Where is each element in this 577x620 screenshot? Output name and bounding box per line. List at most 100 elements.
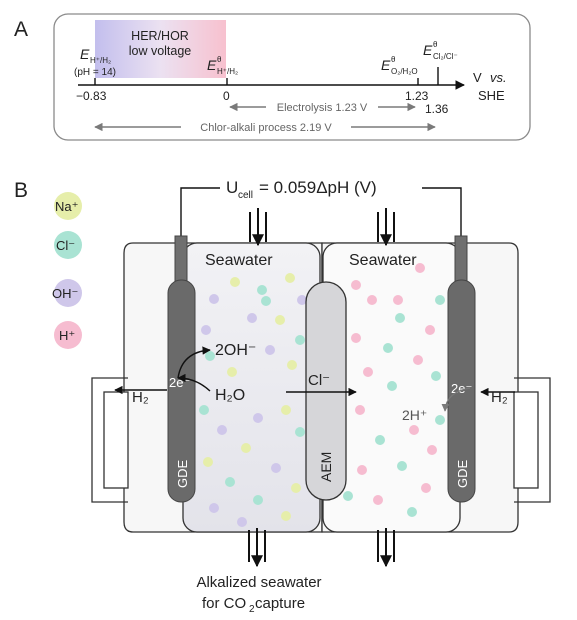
ion-particle (387, 381, 397, 391)
ion-particle (209, 503, 219, 513)
circuit-wire-left (180, 187, 220, 238)
e-std-o2-sup: θ (391, 55, 396, 64)
ion-particle (217, 425, 227, 435)
ion-particle (271, 463, 281, 473)
ion-particle (287, 360, 297, 370)
e-std-cl2-label: E θ Cl₂/Cl⁻ (423, 40, 458, 61)
right-electrode: GDE (447, 235, 476, 503)
ion-particle (203, 457, 213, 467)
right-chamber-label: Seawater (349, 252, 417, 269)
cell-voltage-equation: U cell = 0.059ΔpH (V) (226, 178, 377, 201)
ion-particle (285, 273, 295, 283)
ion-particle (435, 415, 445, 425)
cell-voltage-prefix: U (226, 178, 238, 197)
panel-b-label: B (14, 179, 28, 202)
e-std-cl2-sub: Cl₂/Cl⁻ (433, 52, 458, 61)
ion-particle (431, 371, 441, 381)
right-gas-loop-outer (514, 377, 551, 503)
ion-particle (351, 280, 361, 290)
ion-particle (199, 405, 209, 415)
ion-particles (199, 263, 445, 527)
axis-unit-v: V (473, 70, 482, 85)
species-electrons-left: 2e⁻ (169, 375, 190, 390)
cell-voltage-suffix: = 0.059ΔpH (V) (259, 178, 377, 197)
ion-particle (373, 495, 383, 505)
right-electrode-lead (454, 235, 468, 283)
e-std-h-sub: H⁺/H₂ (217, 67, 238, 76)
reaction-arrow-water (177, 373, 211, 392)
ion-particle (409, 425, 419, 435)
outlet-label-2: for CO 2 capture (202, 595, 305, 615)
left-gas-loop-outer (91, 377, 128, 503)
species-water: H₂O (215, 387, 245, 404)
panel-a-label: A (14, 18, 28, 41)
ion-particle (265, 345, 275, 355)
electrolysis-label-bg (266, 101, 378, 113)
legend-label-oh: OH⁻ (52, 286, 78, 301)
axis-unit-vs: vs. (490, 70, 507, 85)
legend-swatch-h (54, 321, 82, 349)
electrode-left-label: GDE (175, 460, 190, 489)
circuit-wire-right (422, 187, 462, 238)
outlet-label-2-prefix: for CO (202, 595, 246, 612)
axis-unit-she: SHE (478, 88, 505, 103)
legend-swatch-na (54, 192, 82, 220)
e-h-symbol: E (80, 46, 90, 62)
ion-particle (241, 443, 251, 453)
ion-particle (427, 445, 437, 455)
left-electrode: GDE (167, 235, 196, 503)
proton-reaction-arrow (441, 387, 471, 412)
ion-particle (367, 295, 377, 305)
legend-label-h: H⁺ (59, 328, 75, 343)
ion-particle (275, 315, 285, 325)
ion-particle (205, 351, 215, 361)
e-std-o2-symbol: E (381, 57, 391, 73)
ion-particle (261, 296, 271, 306)
ion-particle (421, 483, 431, 493)
cell-voltage-sub: cell (238, 190, 253, 201)
ion-particle (383, 343, 393, 353)
aem-membrane (305, 281, 347, 501)
ion-particle (281, 511, 291, 521)
ion-particle (395, 313, 405, 323)
species-h2-right: H₂ (491, 389, 508, 406)
e-std-h-symbol: E (207, 57, 217, 73)
ion-particle (393, 295, 403, 305)
right-electrode-body (447, 279, 476, 503)
tick-label-123: 1.23 (405, 89, 429, 103)
e-std-o2-sub: O₂/H₂O (391, 67, 418, 76)
outlet-label-2-sub: 2 (249, 604, 255, 615)
tick-label-0: 0 (223, 89, 230, 103)
membrane-label: AEM (318, 452, 334, 482)
region-label-1: HER/HOR (131, 29, 189, 43)
ion-particle (397, 461, 407, 471)
ion-particle (225, 477, 235, 487)
e-std-h-sup: θ (217, 55, 222, 64)
outlet-label-2-suffix: capture (255, 595, 305, 612)
ion-particle (357, 465, 367, 475)
species-2oh: 2OH⁻ (215, 342, 256, 359)
ion-particle (355, 405, 365, 415)
right-gas-loop-inner (513, 391, 539, 489)
left-electrode-body (167, 279, 196, 503)
ion-particle (415, 263, 425, 273)
ion-particle (363, 367, 373, 377)
e-h-sub: H⁺/H₂ (90, 56, 111, 65)
species-chloride: Cl⁻ (308, 372, 330, 389)
region-label-2: low voltage (129, 44, 192, 58)
ion-particle (297, 295, 307, 305)
ion-particle (295, 427, 305, 437)
left-electrode-lead (174, 235, 188, 283)
ion-particle (209, 294, 219, 304)
e-std-h-label: E θ H⁺/H₂ (207, 55, 238, 76)
ion-particle (351, 333, 361, 343)
ion-particle (435, 295, 445, 305)
ion-particle (281, 405, 291, 415)
ion-particle (253, 495, 263, 505)
her-hor-region (95, 20, 226, 78)
ion-legend: Na⁺ Cl⁻ OH⁻ H⁺ (52, 192, 82, 349)
ion-particle (237, 517, 247, 527)
ion-particle (343, 491, 353, 501)
e-h-note: (pH = 14) (74, 67, 116, 78)
